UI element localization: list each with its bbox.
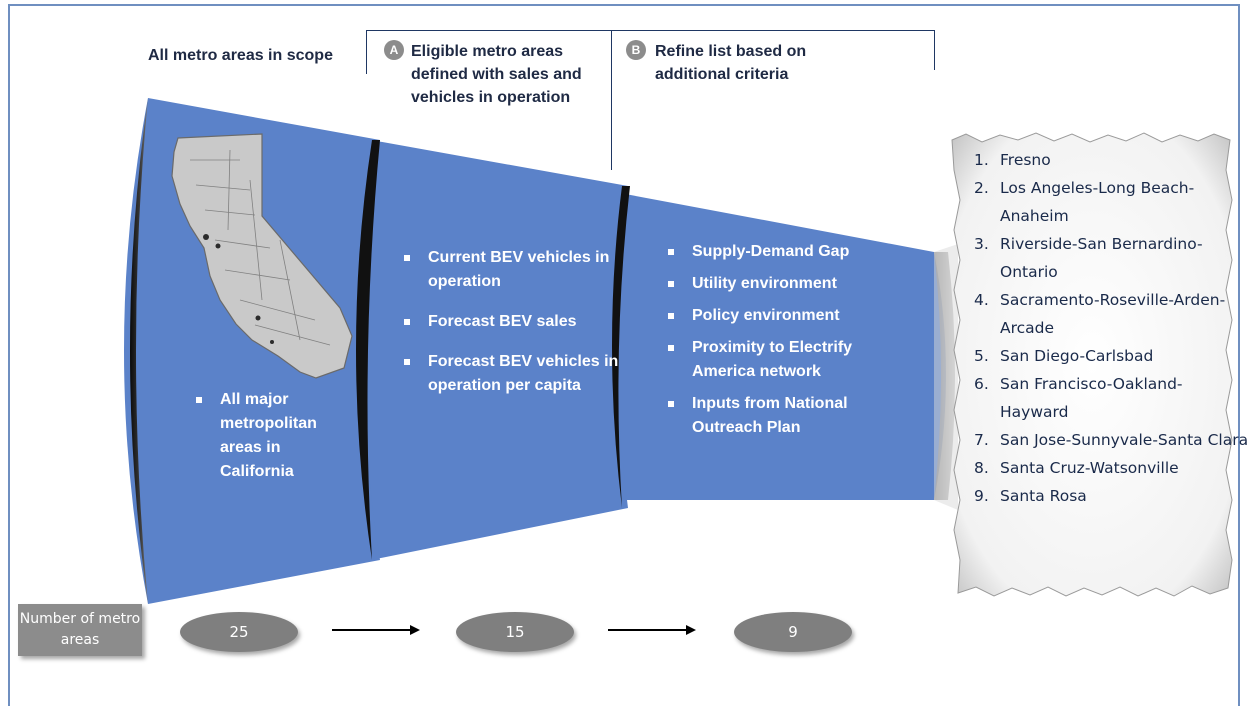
list-item: 5.San Diego-Carlsbad xyxy=(974,347,1154,365)
stage-3-bullet: Proximity to Electrify America network xyxy=(668,336,898,384)
stage-3-header-box xyxy=(612,30,935,70)
funnel-ring-2 xyxy=(612,186,630,508)
funnel-segment-2 xyxy=(354,140,628,560)
list-item: 9.Santa Rosa xyxy=(974,487,1087,505)
stage-2-bullets: Current BEV vehicles in operation Foreca… xyxy=(404,246,629,414)
stage-3-bullet: Supply-Demand Gap xyxy=(668,240,898,264)
list-item: 1.Fresno xyxy=(974,151,1051,169)
torn-paper-icon xyxy=(951,132,1233,597)
stage-2-bullet: Forecast BEV sales xyxy=(404,310,629,334)
badge-a: A xyxy=(384,40,404,60)
stage-3-bullet: Inputs from National Outreach Plan xyxy=(668,392,898,440)
badge-b: B xyxy=(626,40,646,60)
stage-1-header: All metro areas in scope xyxy=(148,47,333,64)
stage-2-bullet: Forecast BEV vehicles in operation per c… xyxy=(404,350,629,398)
stage-2-header-box xyxy=(367,30,612,170)
list-item: 3.Riverside-San Bernardino-Ontario xyxy=(974,235,1203,281)
stage-3-header: Refine list based on additional criteria xyxy=(655,43,807,83)
arrow-right-icon xyxy=(608,625,696,635)
diagram-frame xyxy=(8,4,1240,706)
arrow-right-icon xyxy=(332,625,420,635)
stage-3-bullet: Utility environment xyxy=(668,272,898,296)
count-label-box: Number of metro areas xyxy=(18,604,142,656)
stage-1-header-box xyxy=(137,30,367,74)
stage-2-bullet: Current BEV vehicles in operation xyxy=(404,246,629,294)
list-item: 6.San Francisco-Oakland-Hayward xyxy=(974,375,1183,421)
stage-3-bullet: Policy environment xyxy=(668,304,898,328)
list-item: 8.Santa Cruz-Watsonville xyxy=(974,459,1179,477)
final-metro-list: 1.Fresno 2.Los Angeles-Long Beach-Anahei… xyxy=(974,146,1248,510)
funnel-mouth xyxy=(130,98,148,604)
list-item: 7.San Jose-Sunnyvale-Santa Clara xyxy=(974,431,1248,449)
california-map-icon xyxy=(171,133,353,379)
list-item: 4.Sacramento-Roseville-Arden-Arcade xyxy=(974,291,1226,337)
count-oval-25: 25 xyxy=(180,612,298,652)
funnel-segment-1 xyxy=(124,98,380,604)
stage-3-bullets: Supply-Demand Gap Utility environment Po… xyxy=(668,240,898,448)
list-item: 2.Los Angeles-Long Beach-Anaheim xyxy=(974,179,1195,225)
count-oval-15: 15 xyxy=(456,612,574,652)
stage-1-bullet: All major metropolitan areas in Californ… xyxy=(196,388,346,484)
stage-2-header: Eligible metro areas defined with sales … xyxy=(411,43,582,106)
funnel-ring-1 xyxy=(356,140,380,560)
stage-1-bullets: All major metropolitan areas in Californ… xyxy=(196,388,346,500)
count-oval-9: 9 xyxy=(734,612,852,652)
funnel-segment-3 xyxy=(609,193,946,500)
funnel-to-list-connector xyxy=(934,244,958,510)
